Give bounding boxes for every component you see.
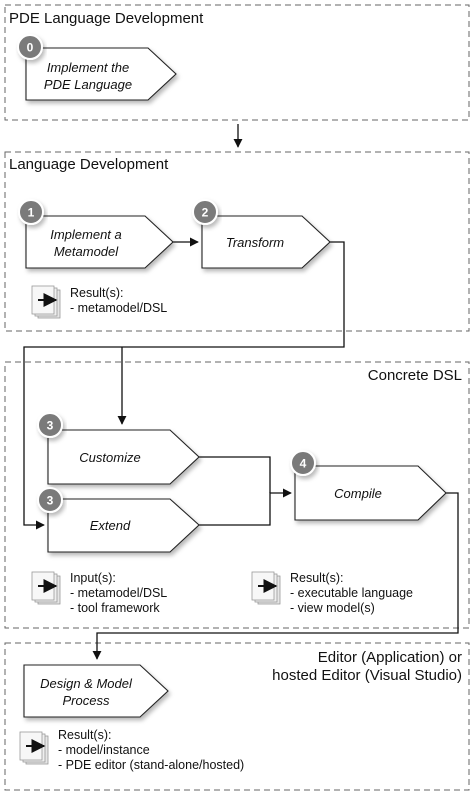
step-implement-pde-shape [25, 47, 177, 101]
note-concrete-input-line3: - tool framework [70, 601, 160, 615]
section-language-title: Language Development [9, 156, 169, 173]
section-editor-frame [4, 642, 470, 791]
step-badge [37, 487, 63, 513]
note-language-result-line2: - metamodel/DSL [70, 301, 167, 315]
section-editor: Editor (Application) or hosted Editor (V… [4, 642, 470, 791]
section-concrete: Concrete DSL [4, 361, 470, 629]
step-implement-pde-line2: PDE Language [44, 77, 132, 92]
step-design-model-shape [23, 664, 169, 718]
step-number: 3 [47, 419, 54, 433]
connector-transform-to-extend [23, 241, 345, 530]
step-extend-shape [47, 498, 200, 553]
section-pde-frame [4, 4, 470, 121]
section-concrete-title: Concrete DSL [368, 367, 462, 384]
step-compile-label: Compile [334, 486, 382, 501]
step-badge [37, 412, 63, 438]
section-language: Language Development [4, 151, 470, 332]
step-transform-shape [201, 215, 331, 269]
document-stack-icon [31, 285, 61, 319]
note-editor-result-line2: - model/instance [58, 743, 150, 757]
step-transform-label: Transform [226, 235, 284, 250]
connector-customize-to-compile [199, 456, 271, 493]
step-extend: Extend 3 [37, 487, 200, 553]
note-editor-result-line1: Result(s): [58, 728, 111, 742]
step-implement-metamodel-line2: Metamodel [54, 244, 119, 259]
step-number: 0 [27, 41, 34, 55]
note-concrete-result-line3: - view model(s) [290, 601, 375, 615]
step-badge [192, 199, 218, 225]
step-number: 1 [28, 206, 35, 220]
document-stack-icon [31, 571, 61, 605]
note-concrete-input: Input(s): - metamodel/DSL - tool framewo… [31, 571, 167, 615]
note-concrete-result-line1: Result(s): [290, 571, 343, 585]
step-number: 2 [202, 206, 209, 220]
step-number: 3 [47, 494, 54, 508]
note-editor-result-line3: - PDE editor (stand-alone/hosted) [58, 758, 244, 772]
step-badge [18, 199, 44, 225]
connector-compile-to-design [92, 492, 459, 660]
document-stack-icon [19, 731, 49, 765]
note-concrete-result-line2: - executable language [290, 586, 413, 600]
step-implement-pde: Implement the PDE Language 0 [17, 34, 177, 101]
step-customize-label: Customize [79, 450, 140, 465]
step-transform: Transform 2 [192, 199, 331, 269]
step-implement-metamodel-line1: Implement a [50, 227, 122, 242]
step-implement-metamodel-shape [25, 215, 174, 269]
step-compile: Compile 4 [290, 450, 447, 521]
step-badge [290, 450, 316, 476]
step-implement-pde-line1: Implement the [47, 60, 129, 75]
step-customize-shape [47, 429, 200, 485]
step-implement-metamodel: Implement a Metamodel 1 [18, 199, 174, 269]
section-concrete-frame [4, 361, 470, 629]
note-concrete-input-line1: Input(s): [70, 571, 116, 585]
step-design-model-line1: Design & Model [40, 676, 133, 691]
note-editor-result: Result(s): - model/instance - PDE editor… [19, 728, 244, 772]
section-editor-title-line1: Editor (Application) or [318, 649, 462, 666]
note-concrete-input-line2: - metamodel/DSL [70, 586, 167, 600]
step-compile-shape [294, 465, 447, 521]
step-extend-label: Extend [90, 518, 131, 533]
note-language-result: Result(s): - metamodel/DSL [31, 285, 167, 319]
connectors [23, 124, 459, 660]
step-number: 4 [300, 457, 307, 471]
step-badge [17, 34, 43, 60]
note-concrete-result: Result(s): - executable language - view … [251, 571, 413, 615]
step-design-model-line2: Process [63, 693, 110, 708]
section-language-frame [4, 151, 470, 332]
step-customize: Customize 3 [37, 412, 200, 485]
step-design-model: Design & Model Process [23, 664, 169, 718]
document-stack-icon [251, 571, 281, 605]
note-language-result-line1: Result(s): [70, 286, 123, 300]
connector-extend-to-compile [199, 488, 292, 526]
section-pde: PDE Language Development [4, 4, 470, 121]
section-editor-title-line2: hosted Editor (Visual Studio) [272, 667, 462, 684]
section-pde-title: PDE Language Development [9, 10, 204, 27]
